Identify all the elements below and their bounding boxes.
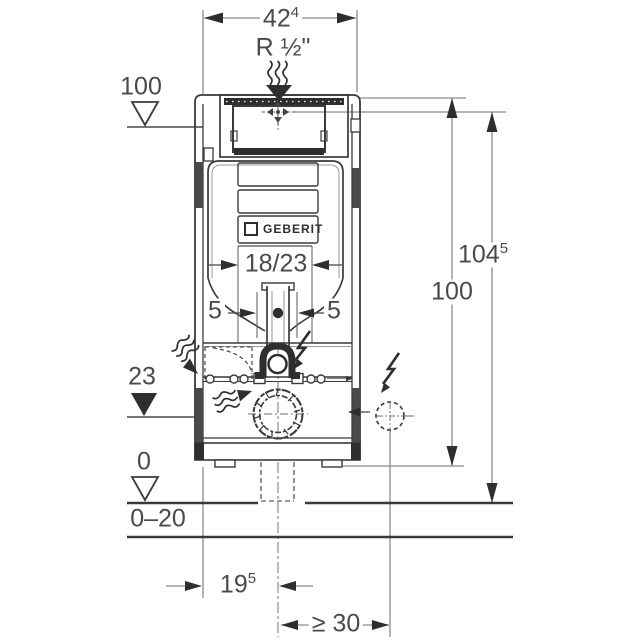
dimension-arrows (185, 12, 498, 630)
dim-offset-right-label: 5 (324, 298, 344, 324)
dim-drain-offset-label: 195 (216, 571, 260, 598)
level-reference-lines (127, 126, 203, 418)
electrical-connection-zone (375, 401, 405, 431)
pivot-point-dot (272, 307, 284, 319)
logo-square-icon (244, 222, 258, 236)
drain-level-label: 23 (125, 364, 159, 390)
dim-offset-left-label: 5 (205, 298, 225, 324)
flow-arrow-icon (171, 334, 200, 374)
floor-buildup-label: 0–20 (127, 506, 189, 532)
lightning-icon (292, 330, 312, 369)
lightning-icon (381, 352, 401, 393)
water-supply-squiggle-icon (267, 60, 288, 86)
dim-height-frame-label: 100 (428, 279, 476, 305)
meter-mark-label: 100 (117, 74, 165, 100)
rail-end-arrow-icon (346, 375, 353, 382)
logo-text: GEBERIT (263, 222, 324, 236)
water-connection-label: R ½" (252, 35, 314, 61)
dim-clearance-label: ≥ 30 (308, 611, 364, 637)
water-connection-crosshair-icon (262, 98, 296, 128)
dim-actuator-opening-label: 18/23 (241, 251, 311, 277)
level-marker-triangles (130, 101, 160, 502)
wall-anchor-arrow-icon (348, 407, 370, 417)
inspection-box (219, 94, 349, 158)
dim-height-total-label: 1045 (454, 241, 512, 268)
drain-pipe-opening (252, 388, 304, 440)
actuator-opening-extents (237, 245, 313, 343)
zero-level-label: 0 (134, 449, 154, 475)
drain-continuation (260, 462, 295, 502)
brand-logo: GEBERIT (244, 218, 322, 240)
floor-lines (127, 501, 513, 539)
flow-arrow-icon (212, 389, 252, 413)
dimension-tails (208, 264, 342, 314)
dim-width-label: 424 (259, 5, 303, 32)
flush-bend (255, 342, 300, 379)
optional-connection-zone (204, 346, 253, 380)
lower-frame-section (194, 342, 361, 468)
supply-arrow-icon (266, 85, 292, 101)
